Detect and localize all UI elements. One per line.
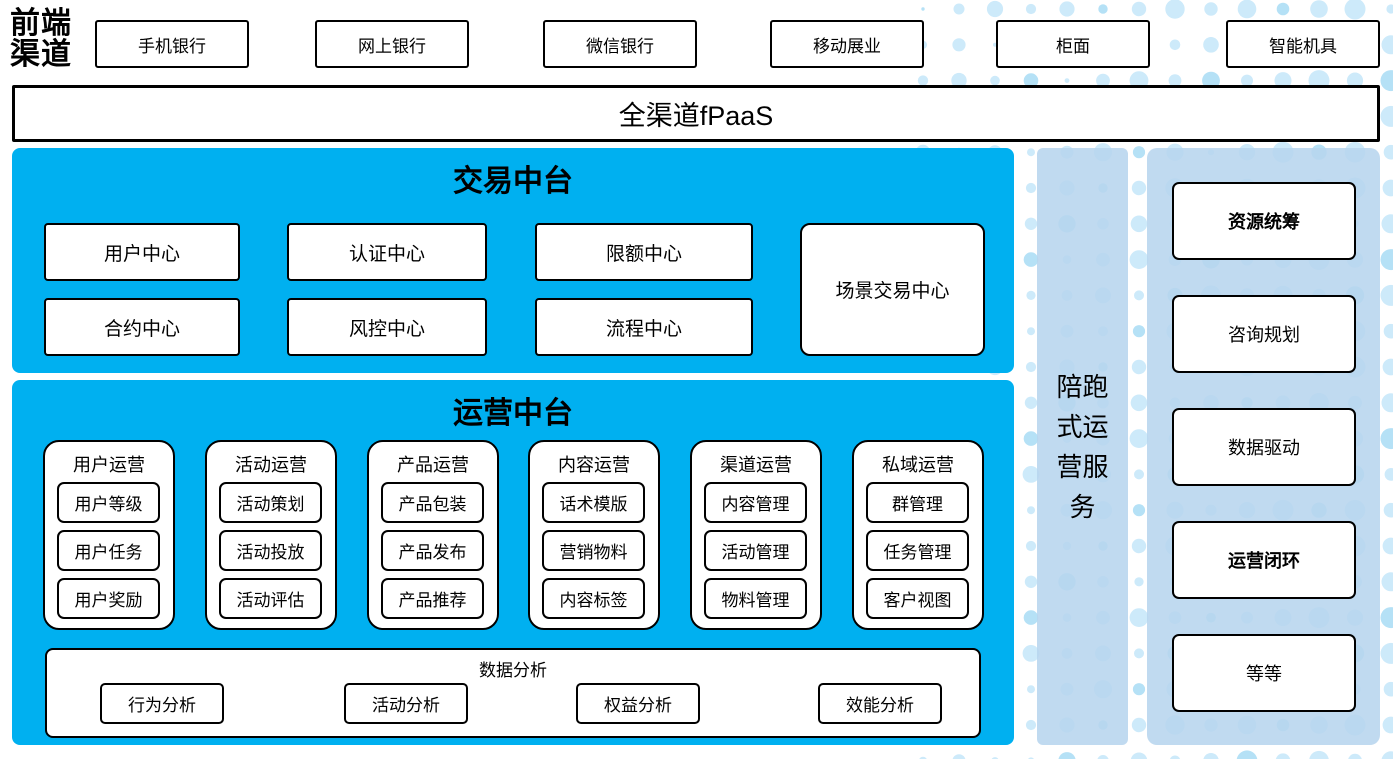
companion-service-bar: 陪跑式运营服务	[1037, 148, 1128, 745]
ops-item: 活动策划	[219, 482, 322, 523]
channel-box-counter: 柜面	[996, 20, 1150, 68]
ops-column-product: 产品运营 产品包装 产品发布 产品推荐	[367, 440, 499, 630]
data-analysis-title: 数据分析	[479, 661, 547, 680]
channel-box-mobile-banking: 手机银行	[95, 20, 249, 68]
ops-column-title: 用户运营	[73, 455, 145, 475]
ops-item: 用户任务	[57, 530, 160, 571]
center-box-auth: 认证中心	[287, 223, 487, 281]
ops-column-content: 内容运营 话术模版 营销物料 内容标签	[528, 440, 660, 630]
analysis-item: 行为分析	[100, 683, 224, 724]
channel-box-smart-devices: 智能机具	[1226, 20, 1380, 68]
fpaas-bar: 全渠道fPaaS	[12, 85, 1380, 142]
ops-item: 用户奖励	[57, 578, 160, 619]
service-box-consulting: 咨询规划	[1172, 295, 1356, 373]
operation-platform-title: 运营中台	[453, 397, 573, 430]
ops-item: 用户等级	[57, 482, 160, 523]
ops-column-activity: 活动运营 活动策划 活动投放 活动评估	[205, 440, 337, 630]
ops-item: 活动评估	[219, 578, 322, 619]
trade-platform-section: 交易中台 用户中心 认证中心 限额中心 合约中心 风控中心 流程中心 场景交易中…	[12, 148, 1014, 373]
ops-column-user: 用户运营 用户等级 用户任务 用户奖励	[43, 440, 175, 630]
ops-item: 群管理	[866, 482, 969, 523]
service-box-closed-loop: 运营闭环	[1172, 521, 1356, 599]
service-box-etc: 等等	[1172, 634, 1356, 712]
ops-item: 活动管理	[704, 530, 807, 571]
ops-item: 内容管理	[704, 482, 807, 523]
analysis-item: 活动分析	[344, 683, 468, 724]
ops-item: 活动投放	[219, 530, 322, 571]
channel-box-mobile-outreach: 移动展业	[770, 20, 924, 68]
center-box-process: 流程中心	[535, 298, 753, 356]
ops-item: 客户视图	[866, 578, 969, 619]
ops-column-title: 私域运营	[882, 455, 954, 475]
ops-item: 内容标签	[542, 578, 645, 619]
ops-column-title: 产品运营	[397, 455, 469, 475]
center-box-contract: 合约中心	[44, 298, 240, 356]
analysis-item: 效能分析	[818, 683, 942, 724]
channel-box-online-banking: 网上银行	[315, 20, 469, 68]
service-box-data-driven: 数据驱动	[1172, 408, 1356, 486]
service-box-resource: 资源统筹	[1172, 182, 1356, 260]
ops-column-private: 私域运营 群管理 任务管理 客户视图	[852, 440, 984, 630]
center-box-limit: 限额中心	[535, 223, 753, 281]
center-box-user: 用户中心	[44, 223, 240, 281]
center-box-risk: 风控中心	[287, 298, 487, 356]
ops-column-title: 渠道运营	[720, 455, 792, 475]
ops-item: 任务管理	[866, 530, 969, 571]
ops-item: 营销物料	[542, 530, 645, 571]
service-panel: 资源统筹 咨询规划 数据驱动 运营闭环 等等	[1147, 148, 1380, 745]
ops-item: 物料管理	[704, 578, 807, 619]
data-analysis-box: 数据分析 行为分析 活动分析 权益分析 效能分析	[45, 648, 981, 738]
ops-column-channel: 渠道运营 内容管理 活动管理 物料管理	[690, 440, 822, 630]
ops-item: 产品发布	[381, 530, 484, 571]
operation-platform-section: 运营中台 用户运营 用户等级 用户任务 用户奖励 活动运营 活动策划 活动投放 …	[12, 380, 1014, 745]
front-channels-label: 前端渠道	[10, 7, 72, 71]
ops-column-title: 活动运营	[235, 455, 307, 475]
trade-platform-title: 交易中台	[453, 165, 573, 198]
analysis-item: 权益分析	[576, 683, 700, 724]
ops-item: 话术模版	[542, 482, 645, 523]
companion-service-label: 陪跑式运营服务	[1056, 371, 1109, 522]
ops-column-title: 内容运营	[558, 455, 630, 475]
ops-item: 产品推荐	[381, 578, 484, 619]
center-box-scene-trade: 场景交易中心	[800, 223, 985, 356]
channel-box-wechat-banking: 微信银行	[543, 20, 697, 68]
ops-item: 产品包装	[381, 482, 484, 523]
